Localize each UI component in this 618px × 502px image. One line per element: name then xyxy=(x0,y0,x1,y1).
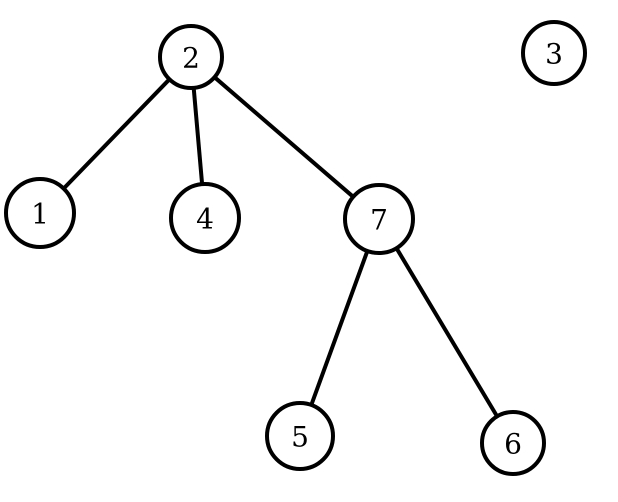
edge-2-7 xyxy=(213,75,355,199)
node-label-5: 5 xyxy=(291,421,309,454)
node-1: 1 xyxy=(4,177,76,249)
node-circle-5 xyxy=(265,401,335,471)
node-circle-4 xyxy=(169,182,241,254)
node-label-2: 2 xyxy=(182,42,200,75)
edges-group xyxy=(62,75,499,418)
edge-7-5 xyxy=(309,250,370,406)
node-label-6: 6 xyxy=(504,428,522,461)
node-circle-1 xyxy=(4,177,76,249)
node-circle-7 xyxy=(343,183,415,255)
node-circle-2 xyxy=(158,24,224,90)
node-3: 3 xyxy=(521,20,587,86)
node-4: 4 xyxy=(169,182,241,254)
node-label-1: 1 xyxy=(31,198,49,231)
node-label-3: 3 xyxy=(545,38,563,71)
node-2: 2 xyxy=(158,24,224,90)
node-label-7: 7 xyxy=(370,204,388,237)
node-6: 6 xyxy=(480,410,546,476)
node-7: 7 xyxy=(343,183,415,255)
edge-7-6 xyxy=(394,247,499,418)
node-circle-6 xyxy=(480,410,546,476)
node-5: 5 xyxy=(265,401,335,471)
node-label-4: 4 xyxy=(196,203,214,236)
edge-2-1 xyxy=(62,77,171,190)
node-circle-3 xyxy=(521,20,587,86)
nodes-group: 2 3 1 4 7 5 6 xyxy=(4,20,587,476)
edge-2-4 xyxy=(191,87,205,185)
